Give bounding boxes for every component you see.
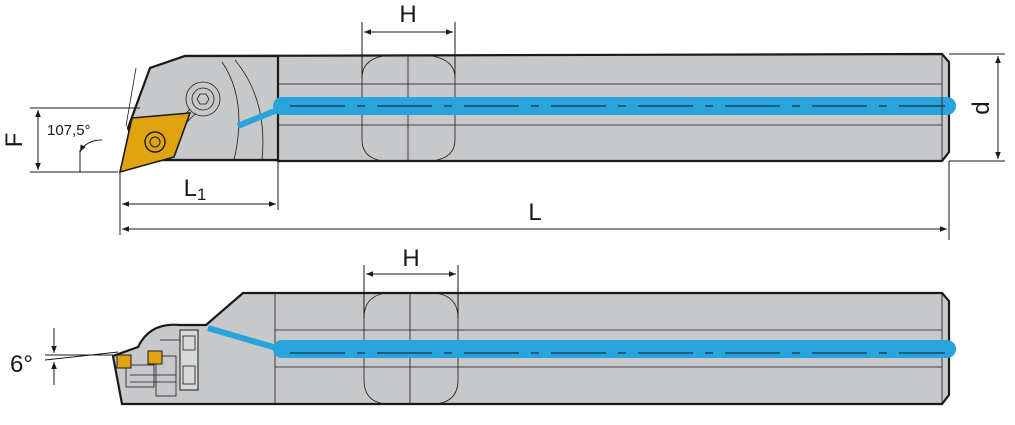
bottom-insert-left	[116, 354, 132, 369]
top-angle-label: 107,5°	[47, 122, 91, 139]
top-d-label: d	[968, 101, 995, 114]
bottom-flat-section	[363, 292, 459, 405]
top-flat-section	[361, 55, 456, 162]
top-l1-label: L1	[184, 175, 207, 204]
top-h-label: H	[399, 1, 416, 28]
clamp-mechanism	[125, 329, 199, 397]
bottom-view	[111, 291, 956, 406]
insert-icon	[118, 112, 192, 174]
top-view	[118, 52, 956, 174]
bottom-h-label: H	[402, 245, 419, 272]
bottom-insert-right	[147, 350, 163, 365]
top-f-label: F	[1, 133, 28, 148]
top-l-label: L	[528, 199, 541, 226]
bottom-dimensions: H 6°	[10, 245, 459, 385]
bottom-angle-label: 6°	[10, 351, 33, 378]
top-dimensions: H d F 107,5° L1 L	[1, 1, 1005, 240]
